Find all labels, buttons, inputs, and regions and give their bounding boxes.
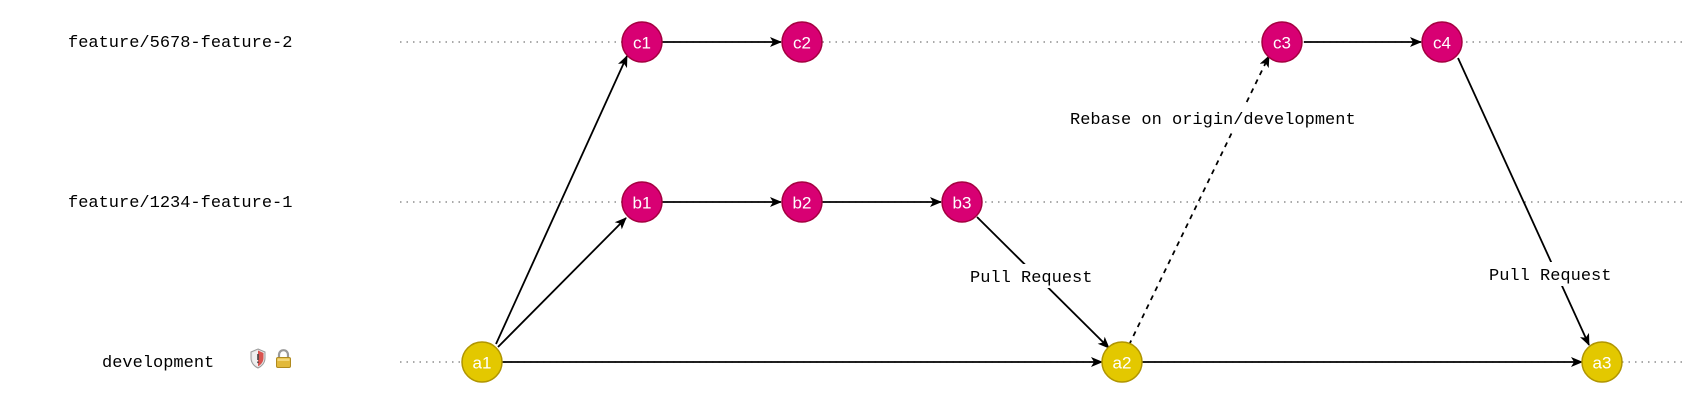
edge-label-pull-request-1: Pull Request xyxy=(970,269,1092,288)
commit-nodes: c1 c2 c3 c4 b1 b2 b3 a1 xyxy=(461,21,1623,383)
edge-label-rebase: Rebase on origin/development xyxy=(1070,111,1356,130)
edge-c4-a3 xyxy=(1457,57,1590,346)
commit-circle-c1 xyxy=(621,21,663,63)
edge-labels: Pull Request Rebase on origin/developmen… xyxy=(966,106,1635,288)
commit-label-a3: a3 xyxy=(1593,354,1612,373)
commit-node-b1: b1 xyxy=(621,181,663,223)
commit-circle-b3 xyxy=(941,181,983,223)
edge-label-bg-pr2 xyxy=(1485,262,1635,286)
commit-circle-a3 xyxy=(1581,341,1623,383)
commit-label-c3: c3 xyxy=(1273,34,1291,53)
commit-circle-b1 xyxy=(621,181,663,223)
commit-node-b3: b3 xyxy=(941,181,983,223)
commit-label-c4: c4 xyxy=(1433,34,1451,53)
commit-node-a3: a3 xyxy=(1581,341,1623,383)
edge-a1-b1 xyxy=(497,217,627,348)
commit-label-b3: b3 xyxy=(953,194,972,213)
commit-node-c4: c4 xyxy=(1421,21,1463,63)
commit-label-c2: c2 xyxy=(793,34,811,53)
commit-label-a1: a1 xyxy=(473,354,492,373)
edge-label-bg-pr1 xyxy=(966,264,1116,288)
commit-node-c3: c3 xyxy=(1261,21,1303,63)
edge-label-pull-request-2: Pull Request xyxy=(1489,267,1611,286)
commit-circle-c3 xyxy=(1261,21,1303,63)
commit-node-b2: b2 xyxy=(781,181,823,223)
commit-circle-b2 xyxy=(781,181,823,223)
lane-label-feature1: feature/1234-feature-1 xyxy=(68,194,292,213)
edge-label-bg-rebase xyxy=(1066,106,1414,130)
edge-a1-c1 xyxy=(495,55,628,345)
commit-node-a2: a2 xyxy=(1101,341,1143,383)
lock-icon xyxy=(276,349,291,368)
commit-node-c1: c1 xyxy=(621,21,663,63)
commit-circle-a2 xyxy=(1101,341,1143,383)
lane-label-feature2: feature/5678-feature-2 xyxy=(68,34,292,53)
lane-labels: feature/5678-feature-2 feature/1234-feat… xyxy=(68,34,292,373)
lane-lines xyxy=(400,41,1684,363)
commit-label-b1: b1 xyxy=(633,194,652,213)
commit-label-b2: b2 xyxy=(793,194,812,213)
commit-circle-c2 xyxy=(781,21,823,63)
commit-label-a2: a2 xyxy=(1113,354,1132,373)
commit-circle-a1 xyxy=(461,341,503,383)
commit-circle-c4 xyxy=(1421,21,1463,63)
edges xyxy=(495,37,1590,367)
shield-icon xyxy=(250,348,266,369)
lane-label-development: development xyxy=(102,354,214,373)
commit-label-c1: c1 xyxy=(633,34,651,53)
commit-node-c2: c2 xyxy=(781,21,823,63)
edge-a2-c3 xyxy=(1128,55,1270,346)
commit-node-a1: a1 xyxy=(461,341,503,383)
